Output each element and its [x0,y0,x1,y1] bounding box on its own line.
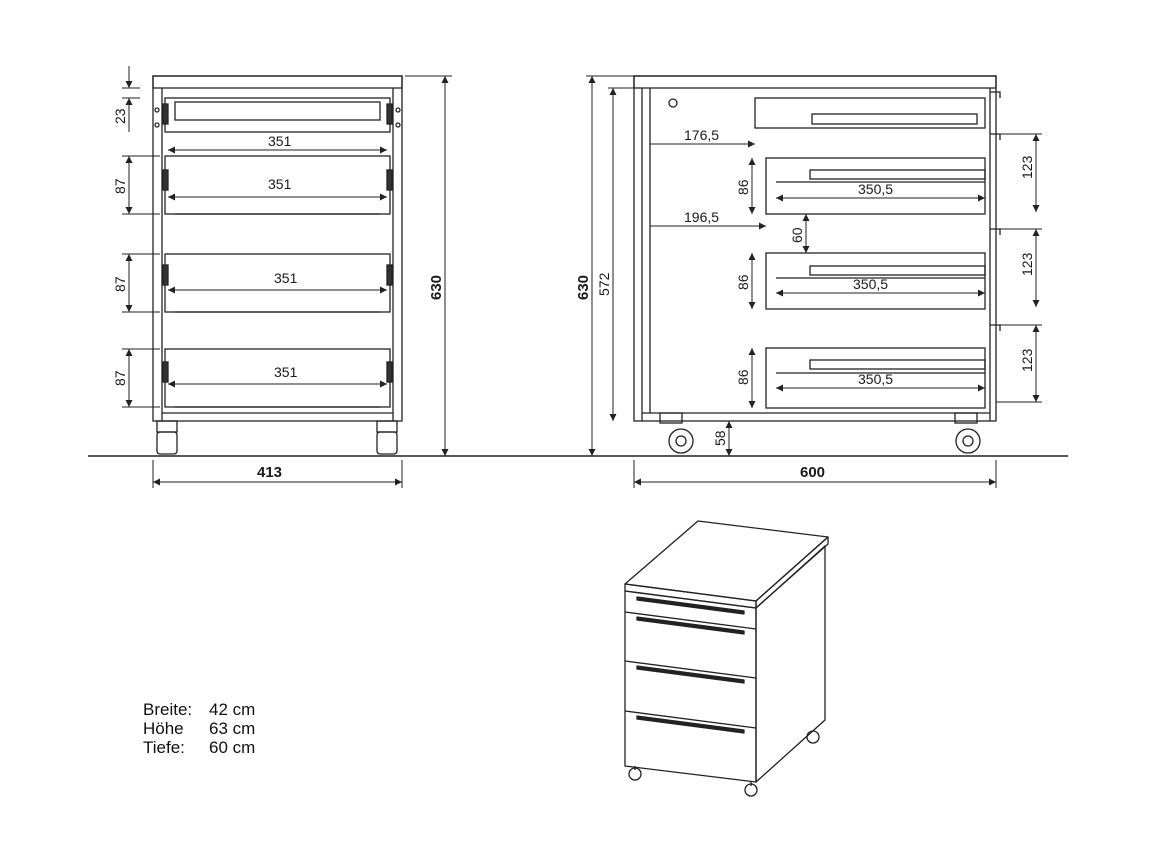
side-dim-floor-clearance: 58 [712,430,728,446]
spec-depth: Tiefe: 60 cm [143,738,255,757]
side-dim-gap: 60 [789,227,805,243]
spec-value: 42 cm [209,700,256,719]
side-dim-drawer-2-height: 86 [735,179,751,195]
iso-top [624,520,829,602]
spec-label: Tiefe: [143,738,185,757]
front-dim-drawer-2-width: 351 [268,176,292,192]
spec-label: Höhe [143,719,184,738]
front-caster-right [376,420,398,433]
front-dim-drawer-4-height: 87 [112,370,128,386]
front-dim-total-width: 413 [257,464,282,481]
side-dim-drawer-4-height: 86 [735,369,751,385]
side-drawer-2 [765,157,986,215]
side-dim-drawer-3-height: 86 [735,274,751,290]
side-dim-depth-bottom: 196,5 [684,209,719,225]
side-drawer-4 [765,347,986,409]
side-dim-total-height: 630 [575,275,592,300]
front-drawer-1 [164,97,391,133]
front-dim-drawer-4-width: 351 [274,364,298,380]
front-dim-drawer-3-height: 87 [112,276,128,292]
side-dim-drawer-4-length: 350,5 [858,371,893,387]
side-dim-pitch-2: 123 [1019,252,1035,276]
side-dim-drawer-3-length: 350,5 [853,276,888,292]
side-top-plate [633,75,997,89]
front-caster-left [156,420,178,433]
side-view [633,75,1001,454]
spec-label: Breite: [143,700,193,719]
iso-caster-3 [806,730,820,744]
front-dim-drawer-1-width: 351 [268,133,292,149]
front-dim-drawer-3-width: 351 [274,270,298,286]
front-top-plate [152,75,403,89]
spec-value: 63 cm [209,719,256,738]
iso-side [755,545,826,783]
spec-value: 60 cm [209,738,256,757]
side-drawer-3 [765,252,986,310]
side-dim-body-height: 572 [596,272,612,296]
spec-list: Breite: 42 cm Höhe 63 cm Tiefe: 60 cm [143,700,255,757]
side-dim-depth-top: 176,5 [684,127,719,143]
front-dim-top-drawer-height: 23 [112,108,128,124]
side-dim-total-depth: 600 [800,464,825,481]
spec-width: Breite: 42 cm [143,700,255,719]
side-dim-drawer-2-length: 350,5 [858,181,893,197]
front-dim-total-height: 630 [428,275,445,300]
side-drawer-1 [754,97,986,129]
front-view [152,75,403,455]
spec-height: Höhe 63 cm [143,719,255,738]
side-dim-pitch-3: 123 [1019,348,1035,372]
front-dim-drawer-2-height: 87 [112,178,128,194]
side-caster-front [659,412,683,424]
side-caster-back [954,412,978,424]
isometric-view [624,520,829,797]
side-dim-pitch-1: 123 [1019,155,1035,179]
